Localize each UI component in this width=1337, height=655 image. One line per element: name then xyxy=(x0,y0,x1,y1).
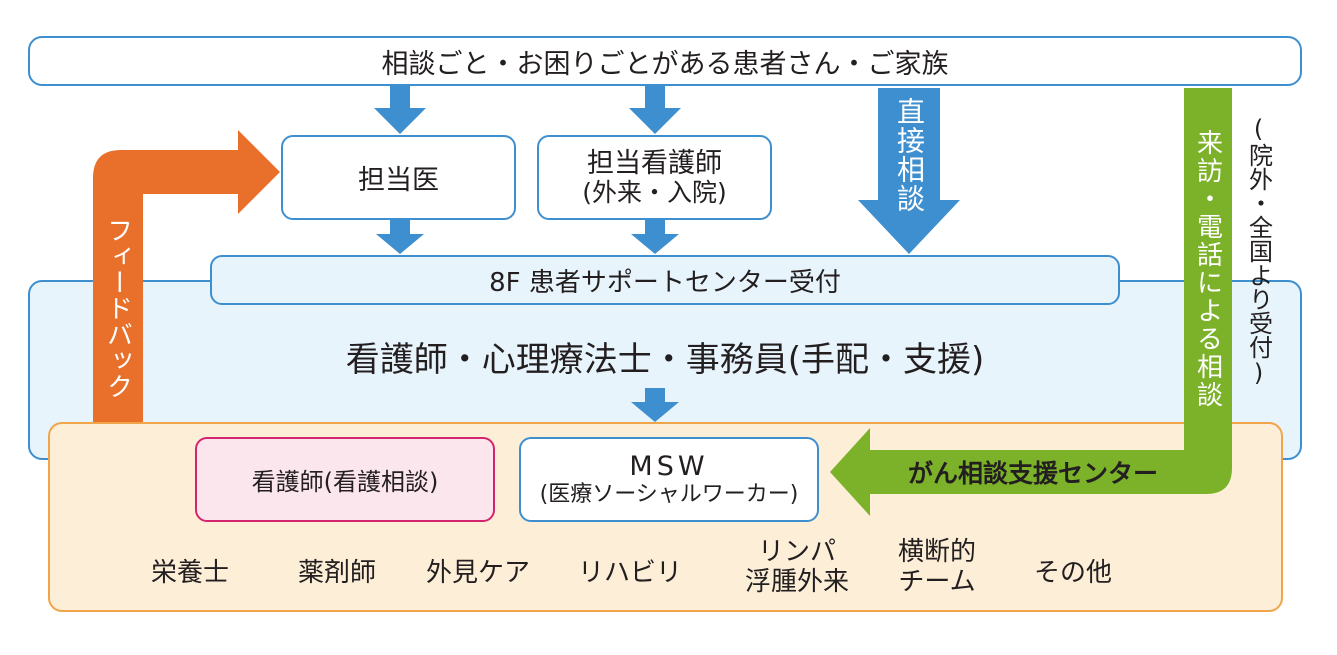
nurse-box: 担当看護師 (外来・入院) xyxy=(537,135,772,220)
feedback-text-wrap: フィードバック xyxy=(93,196,143,420)
msw-sub-label: (医療ソーシャルワーカー) xyxy=(539,482,799,508)
doctor-label: 担当医 xyxy=(358,165,439,196)
nurse-sub-label: (外来・入院) xyxy=(582,177,727,207)
reception-box: 8F 患者サポートセンター受付 xyxy=(210,255,1120,305)
nurse-label: 担当看護師 xyxy=(587,147,722,179)
arrow-direct-consult xyxy=(858,88,960,254)
direct-consult-text-wrap: 直接相談 xyxy=(878,90,940,220)
arrow-top-to-doctor xyxy=(374,85,426,134)
cancer-center-text-wrap: がん相談支援センター xyxy=(868,452,1198,492)
staff-text-wrap: 看護師・心理療法士・事務員(手配・支援) xyxy=(190,328,1140,384)
service-nutrition: 栄養士 xyxy=(150,557,229,588)
service-lymphedema: リンパ 浮腫外来 xyxy=(744,537,849,597)
arrow-feedback xyxy=(93,130,280,422)
direct-consult-label: 直接相談 xyxy=(893,97,926,213)
arrow-nurse-to-reception xyxy=(631,220,679,254)
arrow-staff-to-specialists xyxy=(631,388,679,422)
arrow-visit-phone xyxy=(830,88,1232,516)
patients-family-box: 相談ごと・お困りごとがある患者さん・ご家族 xyxy=(28,36,1302,86)
nurse-consultation-box: 看護師(看護相談) xyxy=(195,437,495,522)
service-other: その他 xyxy=(1033,557,1112,588)
nurse-consultation-label: 看護師(看護相談) xyxy=(251,468,439,496)
outside-text-wrap: (院外・全国より受付) xyxy=(1236,92,1282,410)
service-pharmacist: 薬剤師 xyxy=(297,557,376,588)
visit-text-wrap: 来訪・電話による相談 xyxy=(1184,90,1232,448)
arrow-top-to-nurse xyxy=(629,85,681,134)
patients-family-label: 相談ごと・お困りごとがある患者さん・ご家族 xyxy=(381,48,949,80)
arrow-doctor-to-reception xyxy=(376,220,424,254)
msw-label: MSW xyxy=(629,451,709,483)
service-rehab: リハビリ xyxy=(577,557,682,588)
doctor-box: 担当医 xyxy=(281,135,516,220)
service-appearance-care: 外見ケア xyxy=(425,557,530,588)
cancer-center-label: がん相談支援センター xyxy=(907,459,1158,488)
feedback-label: フィードバック xyxy=(102,217,133,399)
staff-label: 看護師・心理療法士・事務員(手配・支援) xyxy=(345,339,985,380)
msw-box: MSW (医療ソーシャルワーカー) xyxy=(519,437,819,522)
visit-phone-label: 来訪・電話による相談 xyxy=(1192,129,1223,409)
outside-label: (院外・全国より受付) xyxy=(1244,115,1273,387)
reception-label: 8F 患者サポートセンター受付 xyxy=(489,267,841,298)
service-cross-team: 横断的 チーム xyxy=(897,537,976,597)
